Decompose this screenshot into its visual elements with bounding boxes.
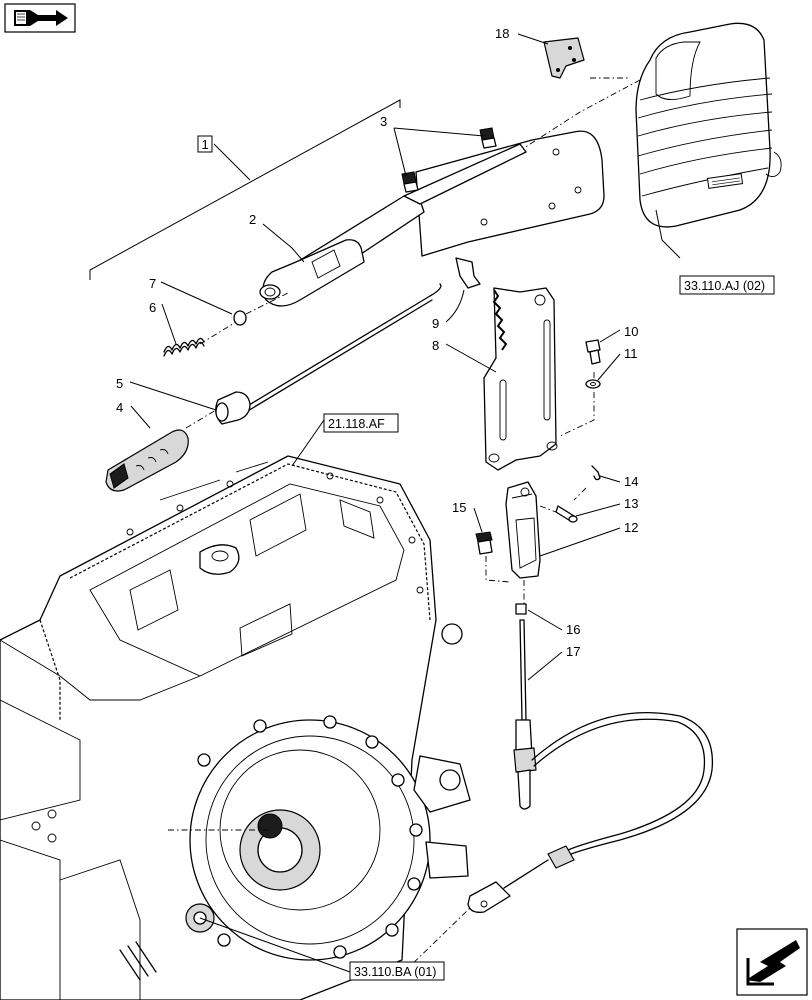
part-3-bolts bbox=[401, 127, 497, 193]
part-8-ratchet bbox=[483, 287, 558, 471]
part-14-pin bbox=[591, 465, 601, 481]
part-16-17-cable bbox=[467, 603, 714, 913]
callout-10[interactable]: 10 bbox=[624, 324, 638, 339]
part-18-bracket bbox=[543, 37, 585, 79]
callout-6[interactable]: 6 bbox=[149, 300, 156, 315]
part-6-spring bbox=[163, 337, 205, 357]
part-5-rod bbox=[215, 283, 442, 425]
group-1-bracket bbox=[89, 99, 401, 280]
callout-12[interactable]: 12 bbox=[624, 520, 638, 535]
lever-boot bbox=[635, 22, 782, 228]
ref-21-118-af[interactable]: 21.118.AF bbox=[328, 417, 385, 431]
book-arrow-icon[interactable] bbox=[4, 3, 76, 33]
ref-21-118-af-box[interactable] bbox=[323, 413, 399, 433]
part-7-washer bbox=[233, 310, 247, 326]
assembly-lines bbox=[168, 77, 641, 973]
callout-11[interactable]: 11 bbox=[624, 346, 638, 361]
part-10-11-bolt bbox=[585, 339, 601, 389]
callout-18[interactable]: 18 bbox=[495, 26, 509, 41]
part-15-nut bbox=[475, 531, 493, 555]
callout-3[interactable]: 3 bbox=[380, 114, 387, 129]
callout-2[interactable]: 2 bbox=[249, 212, 256, 227]
reference-links: 21.118.AF 33.110.AJ (02) 33.110.BA (01) bbox=[323, 275, 775, 981]
callout-8[interactable]: 8 bbox=[432, 338, 439, 353]
lever-assembly bbox=[259, 130, 605, 307]
callout-15[interactable]: 15 bbox=[452, 500, 466, 515]
callout-17[interactable]: 17 bbox=[566, 644, 580, 659]
navigate-arrow-icon[interactable] bbox=[736, 928, 808, 996]
part-13-pin bbox=[555, 505, 578, 523]
callout-1-box bbox=[197, 135, 213, 153]
ref-33-110-aj[interactable]: 33.110.AJ (02) bbox=[684, 279, 765, 293]
callout-7[interactable]: 7 bbox=[149, 276, 156, 291]
housing-bolt-holes bbox=[126, 472, 424, 594]
callout-4[interactable]: 4 bbox=[116, 400, 123, 415]
callout-labels: 1 2 3 4 5 6 7 8 9 10 11 12 13 14 15 16 1… bbox=[116, 26, 638, 659]
part-12-fork bbox=[505, 481, 541, 579]
callout-13[interactable]: 13 bbox=[624, 496, 638, 511]
ref-33-110-ba-box[interactable] bbox=[349, 961, 445, 981]
ref-33-110-aj-box[interactable] bbox=[679, 275, 775, 295]
callout-9[interactable]: 9 bbox=[432, 316, 439, 331]
ref-33-110-ba[interactable]: 33.110.BA (01) bbox=[354, 965, 436, 979]
flange-bolts bbox=[197, 715, 423, 959]
callout-14[interactable]: 14 bbox=[624, 474, 638, 489]
transmission-housing bbox=[0, 455, 471, 1000]
callout-16[interactable]: 16 bbox=[566, 622, 580, 637]
callout-1[interactable]: 1 bbox=[202, 137, 209, 152]
part-9-clip bbox=[455, 257, 481, 289]
part-4-handle bbox=[105, 429, 189, 492]
callout-5[interactable]: 5 bbox=[116, 376, 123, 391]
leader-lines bbox=[129, 33, 681, 973]
